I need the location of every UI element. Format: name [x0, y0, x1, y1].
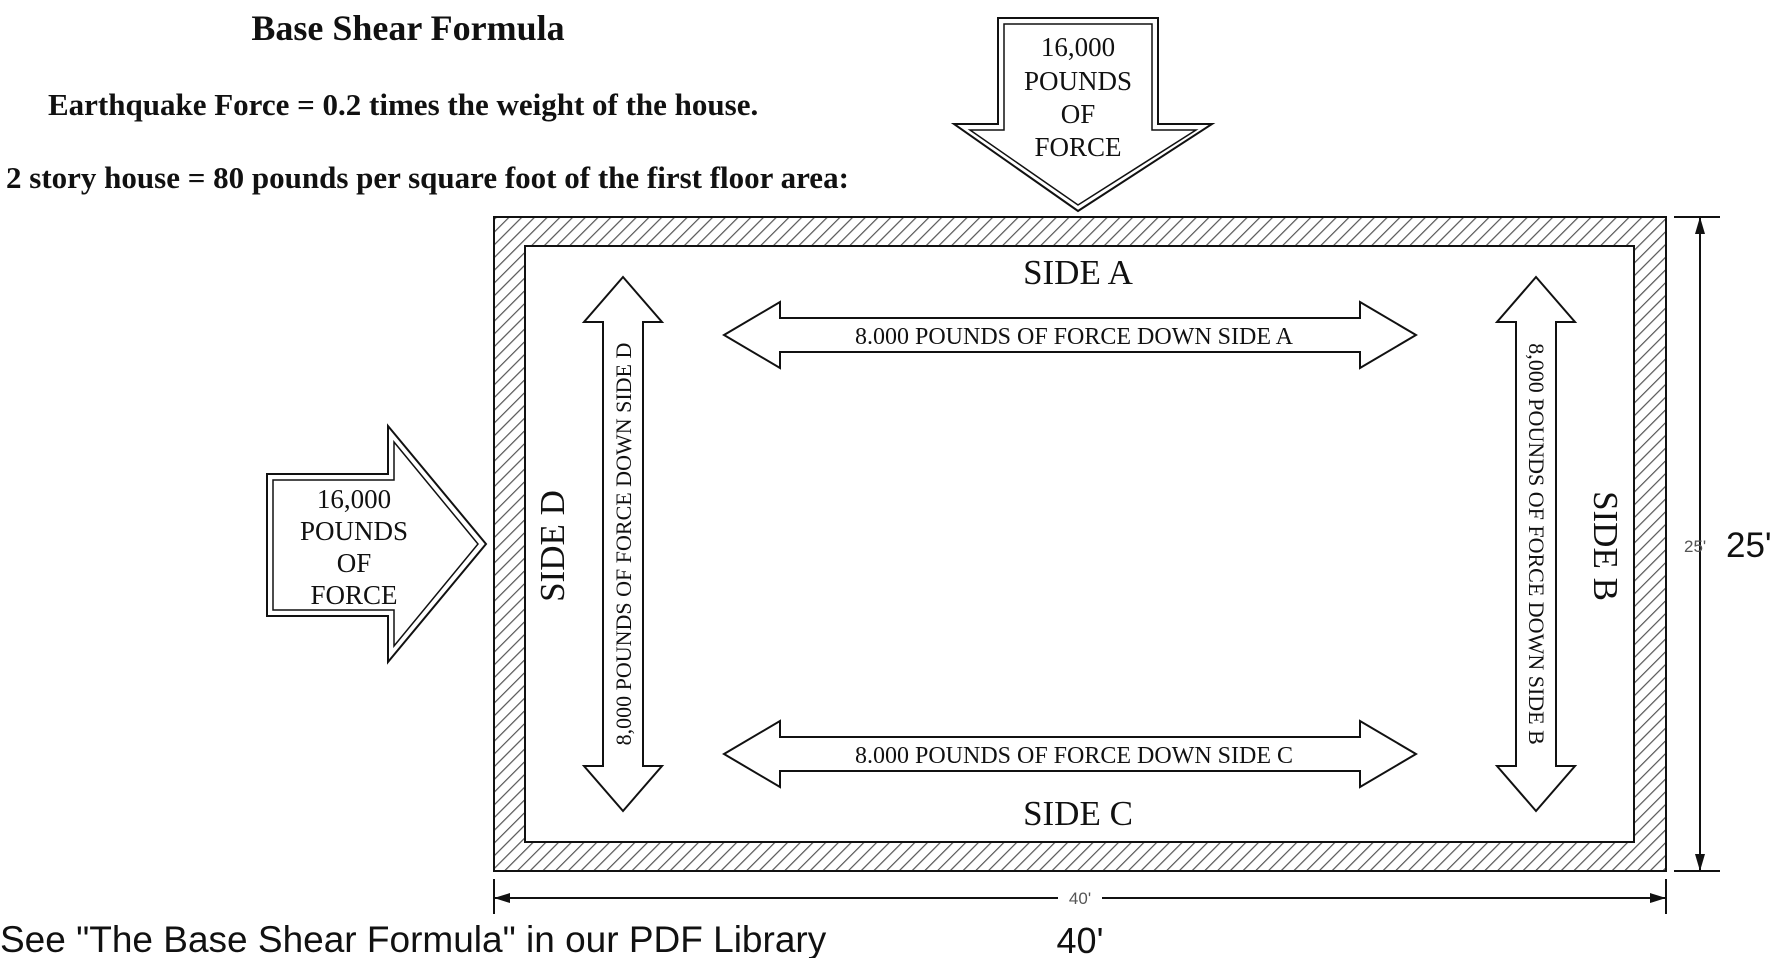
hatched-wall [493, 216, 1667, 872]
double-arrow-icon [1494, 275, 1578, 813]
side-c-label: SIDE C [1023, 794, 1133, 833]
height-dimension-large: 25' [1726, 526, 1772, 565]
double-arrow-icon [722, 719, 1418, 789]
width-dimension-small: 40' [1069, 889, 1091, 908]
left-force-label: FORCE [310, 580, 397, 610]
side-a-distribution-text: 8.000 POUNDS OF FORCE DOWN SIDE A [855, 324, 1294, 350]
left-force-arrow: 16,000 POUNDS OF FORCE [266, 423, 488, 665]
side-d-distribution-arrow: 8,000 POUNDS OF FORCE DOWN SIDE D [581, 275, 665, 813]
down-arrow-icon [950, 17, 1216, 213]
side-c-distribution-text: 8.000 POUNDS OF FORCE DOWN SIDE C [855, 743, 1293, 769]
side-a-label: SIDE A [1023, 253, 1134, 292]
dimension-arrowhead-icon [1695, 217, 1705, 234]
house-floor-plan [493, 216, 1667, 872]
side-b-distribution-arrow: 8,000 POUNDS OF FORCE DOWN SIDE B [1494, 275, 1578, 813]
dimension-arrowhead-icon [1695, 854, 1705, 871]
left-force-value: 16,000 [317, 484, 391, 514]
side-b-distribution-text: 8,000 POUNDS OF FORCE DOWN SIDE B [1524, 343, 1549, 745]
height-dimension-small: 25' [1684, 537, 1706, 556]
height-dimension: 25' 25' [1674, 216, 1772, 872]
width-dimension: 40' 40' [493, 879, 1667, 958]
double-arrow-icon [581, 275, 665, 813]
formula-line-2: 2 story house = 80 pounds per square foo… [6, 160, 849, 195]
right-arrow-icon [266, 423, 488, 665]
side-b-label: SIDE B [1586, 491, 1625, 601]
side-d-label: SIDE D [533, 490, 572, 602]
page-title: Base Shear Formula [251, 8, 564, 48]
top-force-unit: POUNDS [1024, 66, 1132, 96]
top-force-arrow: 16,000 POUNDS OF FORCE [950, 17, 1216, 213]
top-force-of: OF [1061, 99, 1096, 129]
pdf-library-note: See "The Base Shear Formula" in our PDF … [0, 919, 827, 958]
side-a-distribution-arrow: 8.000 POUNDS OF FORCE DOWN SIDE A [722, 300, 1418, 370]
side-c-distribution-arrow: 8.000 POUNDS OF FORCE DOWN SIDE C [722, 719, 1418, 789]
left-force-unit: POUNDS [300, 516, 408, 546]
dimension-arrowhead-icon [494, 893, 510, 903]
top-force-value: 16,000 [1041, 32, 1115, 62]
dimension-arrowhead-icon [1650, 893, 1666, 903]
formula-line-1: Earthquake Force = 0.2 times the weight … [48, 87, 758, 122]
double-arrow-icon [722, 300, 1418, 370]
width-dimension-large: 40' [1057, 920, 1104, 958]
side-d-distribution-text: 8,000 POUNDS OF FORCE DOWN SIDE D [611, 343, 636, 746]
top-force-label: FORCE [1034, 132, 1121, 162]
left-force-of: OF [337, 548, 372, 578]
